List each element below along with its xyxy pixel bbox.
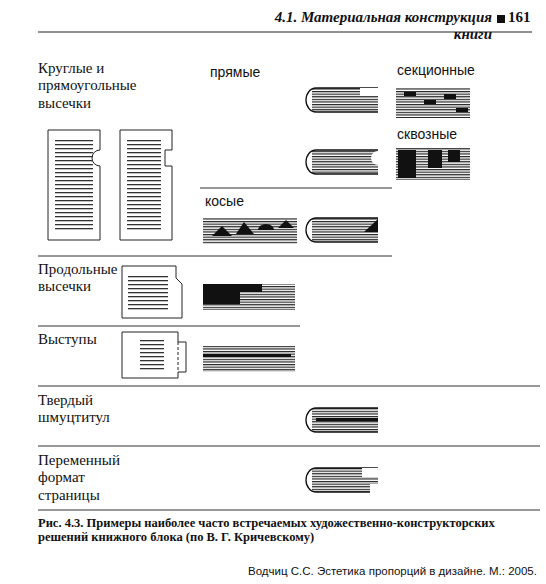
column-label: прямые (210, 64, 300, 80)
column-label: сквозные (397, 126, 507, 142)
row-label: Твердый шмуцтитул (38, 392, 138, 427)
source-note: Водчиц С.С. Эстетика пропорций в дизайне… (248, 565, 544, 578)
running-head: 4.1. Материальная конструкция книги (238, 9, 492, 44)
row-label: Продольные высечки (38, 261, 118, 296)
figure-caption: Рис. 4.3. Примеры наиболее часто встреча… (38, 516, 538, 545)
column-label: секционные (397, 62, 517, 78)
row-label: Выступы (38, 331, 118, 348)
page-number: 161 (508, 9, 542, 26)
column-label: косые (205, 193, 285, 209)
row-label: Переменный формат страницы (38, 452, 148, 504)
row-label: Круглые и прямоугольные высечки (38, 60, 188, 112)
